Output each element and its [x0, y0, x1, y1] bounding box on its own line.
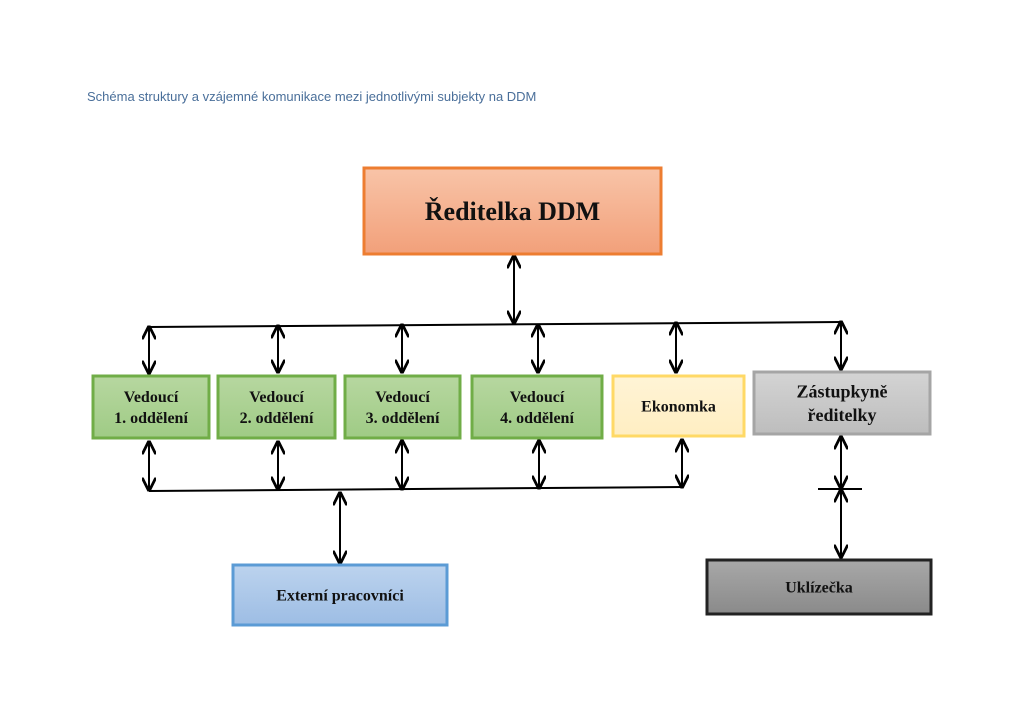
node-box-head4 — [470, 374, 604, 440]
node-box-external — [231, 563, 449, 627]
node-box-cleaner — [705, 558, 933, 616]
node-box-economist — [611, 374, 746, 438]
node-box-director — [362, 166, 663, 256]
node-label-head3: 3. oddělení — [366, 410, 440, 427]
node-label-deputy: Zástupkyně — [796, 382, 887, 402]
diagram-caption: Schéma struktury a vzájemné komunikace m… — [87, 89, 537, 104]
node-box-head2 — [216, 374, 337, 440]
node-label-director: Ředitelka DDM — [425, 197, 600, 226]
node-external: Externí pracovníci — [231, 563, 449, 627]
top-bus-line — [148, 321, 842, 328]
connectors — [149, 256, 862, 563]
node-cleaner: Uklízečka — [705, 558, 933, 616]
node-label-head3: Vedoucí — [375, 389, 430, 406]
node-label-head1: Vedoucí — [124, 389, 179, 406]
node-deputy: Zástupkyně ředitelky — [752, 370, 932, 436]
node-label-economist: Ekonomka — [641, 399, 716, 416]
node-label-head4: 4. oddělení — [500, 410, 574, 427]
node-economist: Ekonomka — [611, 374, 746, 438]
node-label-cleaner: Uklízečka — [785, 580, 853, 597]
node-box-head3 — [343, 374, 462, 440]
node-label-deputy: ředitelky — [808, 405, 877, 425]
node-label-head4: Vedoucí — [510, 389, 565, 406]
node-box-head1 — [91, 374, 211, 440]
node-label-head1: 1. oddělení — [114, 410, 188, 427]
node-head2: Vedoucí 2. oddělení — [216, 374, 337, 440]
node-director: Ředitelka DDM — [362, 166, 663, 256]
node-head3: Vedoucí 3. oddělení — [343, 374, 462, 440]
node-label-head2: 2. oddělení — [240, 410, 314, 427]
node-label-external: Externí pracovníci — [276, 588, 404, 605]
node-head4: Vedoucí 4. oddělení — [470, 374, 604, 440]
bottom-bus-line — [148, 486, 684, 492]
nodes: Ředitelka DDM Vedoucí 1. oddělení Vedoucí 2.… — [91, 166, 933, 627]
node-head1: Vedoucí 1. oddělení — [91, 374, 211, 440]
node-box-deputy — [752, 370, 932, 436]
node-label-head2: Vedoucí — [249, 389, 304, 406]
